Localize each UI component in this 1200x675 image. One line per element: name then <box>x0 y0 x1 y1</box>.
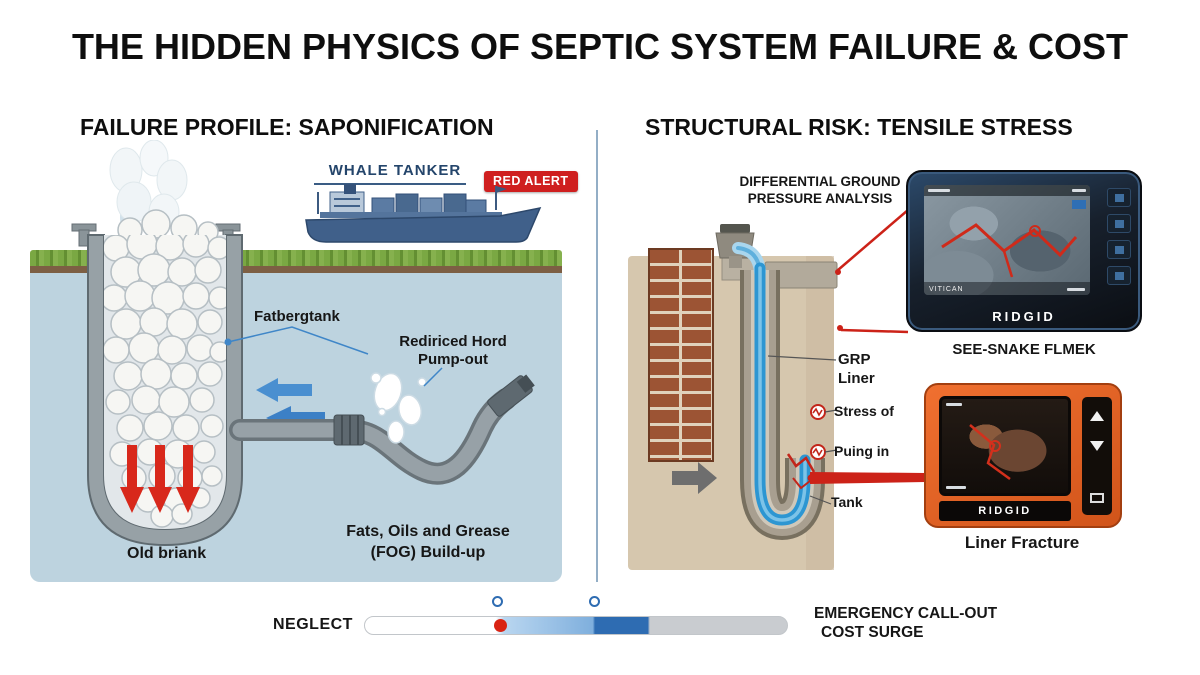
seesnake-screen: VITICAN <box>924 185 1090 295</box>
grp-line1: GRP <box>838 351 871 368</box>
stress-label: Stress of <box>834 403 894 419</box>
tank-label: Tank <box>831 494 863 510</box>
analysis-line1: DIFFERENTIAL GROUND <box>739 174 901 189</box>
crack-overlay-icon <box>941 223 1078 278</box>
handheld-monitor: RIDGID <box>924 383 1122 528</box>
old-tank-label: Old briank <box>127 545 207 562</box>
emergency-line1: EMERGENCY CALL-OUT <box>814 605 998 622</box>
hud-dash <box>1067 288 1085 291</box>
analysis-line2: PRESSURE ANALYSIS <box>747 191 893 206</box>
screen-blue-tag <box>1072 200 1086 209</box>
pumpout-line1: Rediriced Hord <box>399 333 507 350</box>
crack-overlay-icon <box>969 424 1011 481</box>
splash-icon <box>370 372 427 444</box>
pumpout-hose-icon <box>229 388 517 485</box>
callout-beam-lines <box>835 209 909 334</box>
liner-fracture-caption: Liner Fracture <box>964 533 1080 552</box>
grp-liner-pipe-icon <box>732 242 811 526</box>
pumpout-label: Rediriced Hord Pump-out <box>388 333 518 369</box>
panel-divider <box>596 130 598 582</box>
select-button-icon <box>1090 493 1104 503</box>
right-panel-heading: STRUCTURAL RISK: TENSILE STRESS <box>645 114 1073 140</box>
dirt-strip <box>30 266 562 273</box>
hud-text: VITICAN <box>929 286 964 293</box>
cost-scale-marker-dot <box>494 619 507 632</box>
tanker-underline <box>314 183 466 185</box>
crack-icon <box>786 453 816 490</box>
fatberg-leader-line <box>224 326 443 387</box>
monitor-button-icon <box>1107 240 1131 259</box>
hud-dash <box>946 403 962 406</box>
tanker-ship-icon <box>305 184 542 243</box>
whale-tanker-label: WHALE TANKER <box>328 162 462 179</box>
neglect-label: NEGLECT <box>273 616 353 633</box>
fog-label: Fats, Oils and Grease (FOG) Build-up <box>338 521 518 563</box>
pumpout-line2: Pump-out <box>418 351 488 368</box>
steam-icon <box>109 140 188 236</box>
fracture-callout-beam <box>810 472 926 484</box>
handheld-screen <box>939 396 1071 496</box>
left-panel-heading: FAILURE PROFILE: SAPONIFICATION <box>80 114 494 140</box>
screen-hud-topbar <box>924 185 1090 196</box>
grp-line2: Liner <box>838 370 875 387</box>
fog-line2: (FOG) Build-up <box>370 544 486 561</box>
monitor-button-column <box>1107 188 1133 296</box>
hud-dash <box>928 189 950 192</box>
septic-scene-graphic <box>71 140 535 547</box>
handheld-control-column <box>1082 397 1112 515</box>
cost-scale-tick-circle <box>492 596 503 607</box>
down-button-icon <box>1090 441 1104 451</box>
hose-coupling-icon <box>333 414 365 446</box>
hud-dash <box>1072 189 1086 192</box>
monitor-button-icon <box>1107 214 1131 233</box>
cost-scale-tick-circle <box>589 596 600 607</box>
fatberg-mound <box>117 209 219 243</box>
page-title: THE HIDDEN PHYSICS OF SEPTIC SYSTEM FAIL… <box>71 26 1129 67</box>
seesnake-caption: SEE-SNAKE FLMEK <box>952 341 1096 358</box>
ridgid-brand-label: RIDGID <box>939 501 1071 521</box>
fog-line1: Fats, Oils and Grease <box>346 523 510 540</box>
pressure-analysis-label: DIFFERENTIAL GROUND PRESSURE ANALYSIS <box>727 173 913 207</box>
red-alert-badge: RED ALERT <box>484 171 578 192</box>
ground-force-arrow-icon <box>672 462 717 494</box>
hud-dash <box>946 486 966 489</box>
fatberg-label: Fatbergtank <box>254 308 340 325</box>
pulling-label: Puing in <box>834 443 890 459</box>
grp-liner-label: GRP Liner <box>838 350 875 388</box>
monitor-button-icon <box>1107 266 1131 285</box>
brick-wall <box>648 248 714 462</box>
ridgid-brand-label: RIDGID <box>992 309 1056 324</box>
emergency-line2: COST SURGE <box>821 624 924 641</box>
hose-end-coupling-icon <box>487 374 535 417</box>
cost-scale-track <box>364 616 788 635</box>
label-leader-lines <box>767 355 838 505</box>
monitor-button-icon <box>1107 188 1131 207</box>
seesnake-monitor: VITICAN RIDGID <box>906 170 1142 332</box>
screen-hud-botbar: VITICAN <box>924 282 1090 295</box>
emergency-label: EMERGENCY CALL-OUT COST SURGE <box>814 604 997 642</box>
downward-pressure-arrows-icon <box>120 445 200 513</box>
fatberg-blobs <box>104 235 226 528</box>
up-button-icon <box>1090 411 1104 421</box>
